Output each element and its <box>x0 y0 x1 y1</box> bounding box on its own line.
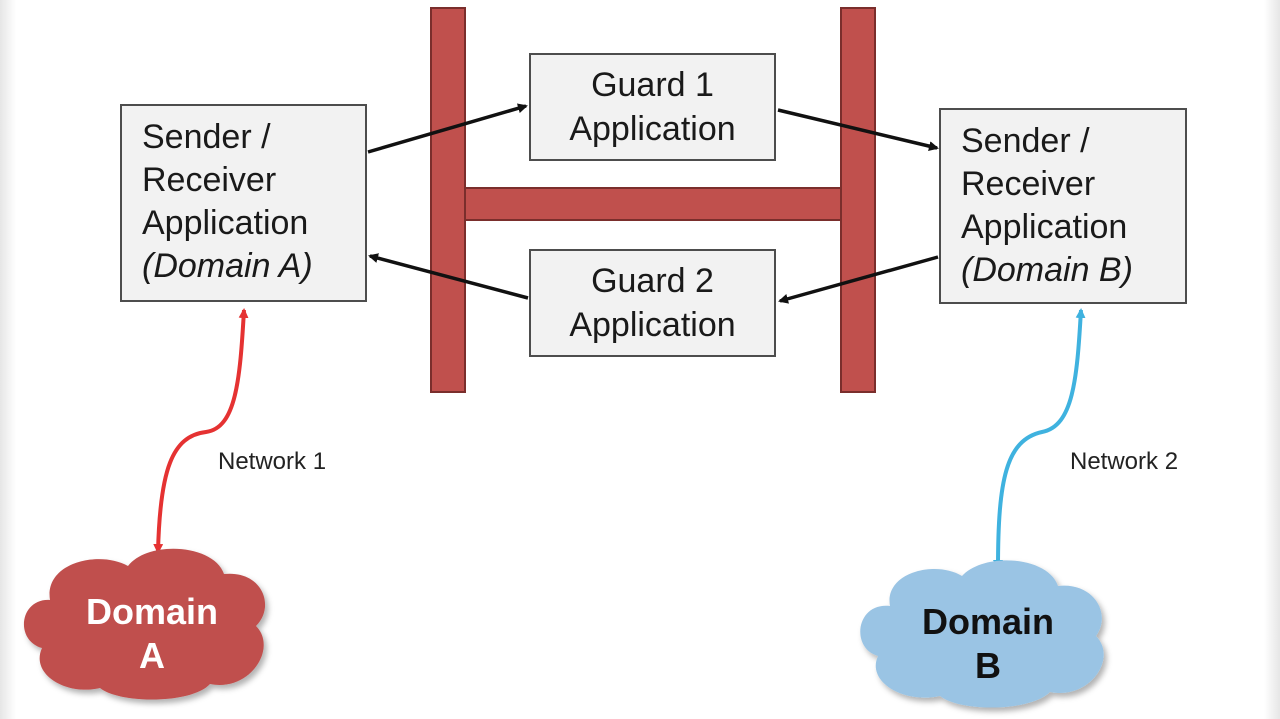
network2-connector <box>993 308 1086 570</box>
network2-label: Network 2 <box>1070 448 1179 475</box>
right-edge-shade <box>1264 0 1280 719</box>
domain-a-label-line-2: A <box>139 635 165 676</box>
domain-b-label-line-2: B <box>975 645 1001 686</box>
right-sender-receiver-box: Sender / Receiver Application (Domain B) <box>939 108 1187 304</box>
arrow-left-app-to-guard1 <box>367 103 528 154</box>
firewall-crossbar <box>464 187 842 221</box>
domain-b-label-line-1: Domain <box>921 601 1054 642</box>
arrow-right-app-to-guard2 <box>778 255 939 304</box>
guard2-subtitle: Application <box>569 306 736 344</box>
network1-label: Network 1 <box>218 448 327 475</box>
right-app-line-2: Receiver <box>961 165 1096 203</box>
right-app-line-1: Sender / <box>961 122 1090 160</box>
guard2-title: Guard 2 <box>591 262 714 300</box>
right-app-domain-label: (Domain B) <box>961 251 1133 289</box>
guard1-title: Guard 1 <box>591 66 714 104</box>
right-app-line-3: Application <box>961 208 1128 246</box>
firewall-bar-left <box>430 7 466 393</box>
domain-b-cloud <box>860 560 1104 708</box>
left-edge-shade <box>0 0 16 719</box>
domain-a-label-line-1: Domain <box>85 591 218 632</box>
left-app-line-2: Receiver <box>142 161 277 199</box>
left-app-line-3: Application <box>142 204 309 242</box>
domain-a-label: Domain A <box>52 590 252 678</box>
domain-a-cloud <box>23 548 266 700</box>
arrow-guard2-to-left-app <box>368 253 529 300</box>
guard2-box: Guard 2 Application <box>529 249 776 357</box>
guard1-subtitle: Application <box>569 110 736 148</box>
domain-b-label: Domain B <box>888 600 1088 688</box>
guard1-box: Guard 1 Application <box>529 53 776 161</box>
left-sender-receiver-box: Sender / Receiver Application (Domain A) <box>120 104 367 302</box>
left-app-domain-label: (Domain A) <box>142 247 313 285</box>
network1-connector <box>153 308 249 554</box>
firewall-bar-right <box>840 7 876 393</box>
left-app-line-1: Sender / <box>142 118 271 156</box>
arrow-guard1-to-right-app <box>777 108 939 152</box>
